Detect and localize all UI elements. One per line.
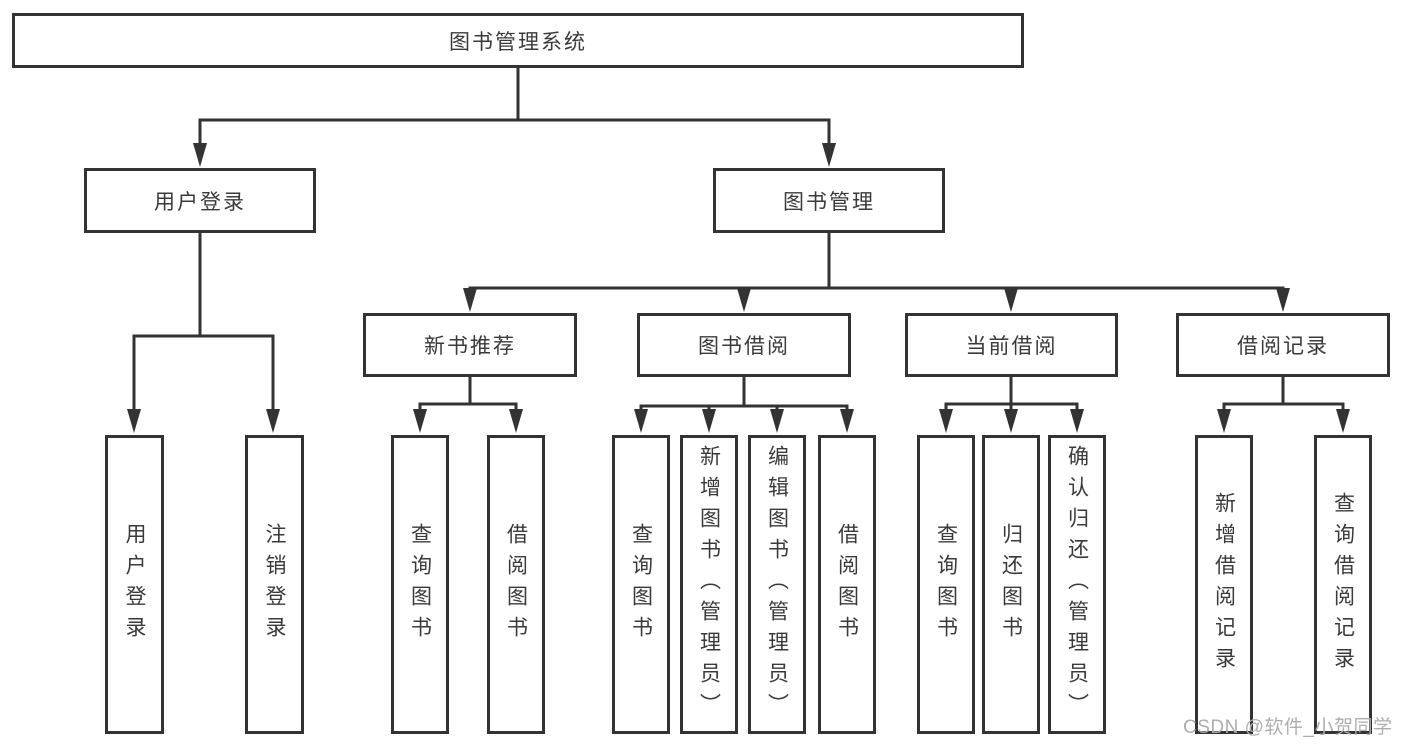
node-current-borrow: 当前借阅 [905, 313, 1118, 377]
csdn-watermark: CSDN @软件_小贺同学 [1183, 717, 1393, 738]
node-book-management: 图书管理 [713, 168, 945, 233]
node-leaf-logout: 注销登录 [245, 435, 304, 734]
node-leaf-user-login: 用户登录 [105, 435, 164, 734]
node-leaf-query-books-borrow: 查询图书 [612, 435, 670, 734]
node-leaf-add-book-admin: 新增图书（管理员） [680, 435, 738, 734]
node-new-book-recommend: 新书推荐 [363, 313, 577, 377]
node-leaf-confirm-return-admin: 确认归还（管理员） [1048, 435, 1106, 734]
node-leaf-return-book: 归还图书 [982, 435, 1040, 734]
node-leaf-add-borrow-record: 新增借阅记录 [1195, 435, 1253, 734]
node-leaf-borrow-books-recommend: 借阅图书 [487, 435, 545, 734]
node-leaf-query-borrow-record: 查询借阅记录 [1314, 435, 1372, 734]
node-leaf-query-books-recommend: 查询图书 [391, 435, 449, 734]
node-leaf-edit-book-admin: 编辑图书（管理员） [748, 435, 806, 734]
node-library-system: 图书管理系统 [12, 13, 1024, 68]
node-book-borrow: 图书借阅 [637, 313, 851, 377]
node-leaf-query-books-current: 查询图书 [917, 435, 975, 734]
node-user-login: 用户登录 [84, 168, 316, 233]
node-leaf-borrow-books: 借阅图书 [818, 435, 876, 734]
node-borrow-records: 借阅记录 [1176, 313, 1390, 377]
